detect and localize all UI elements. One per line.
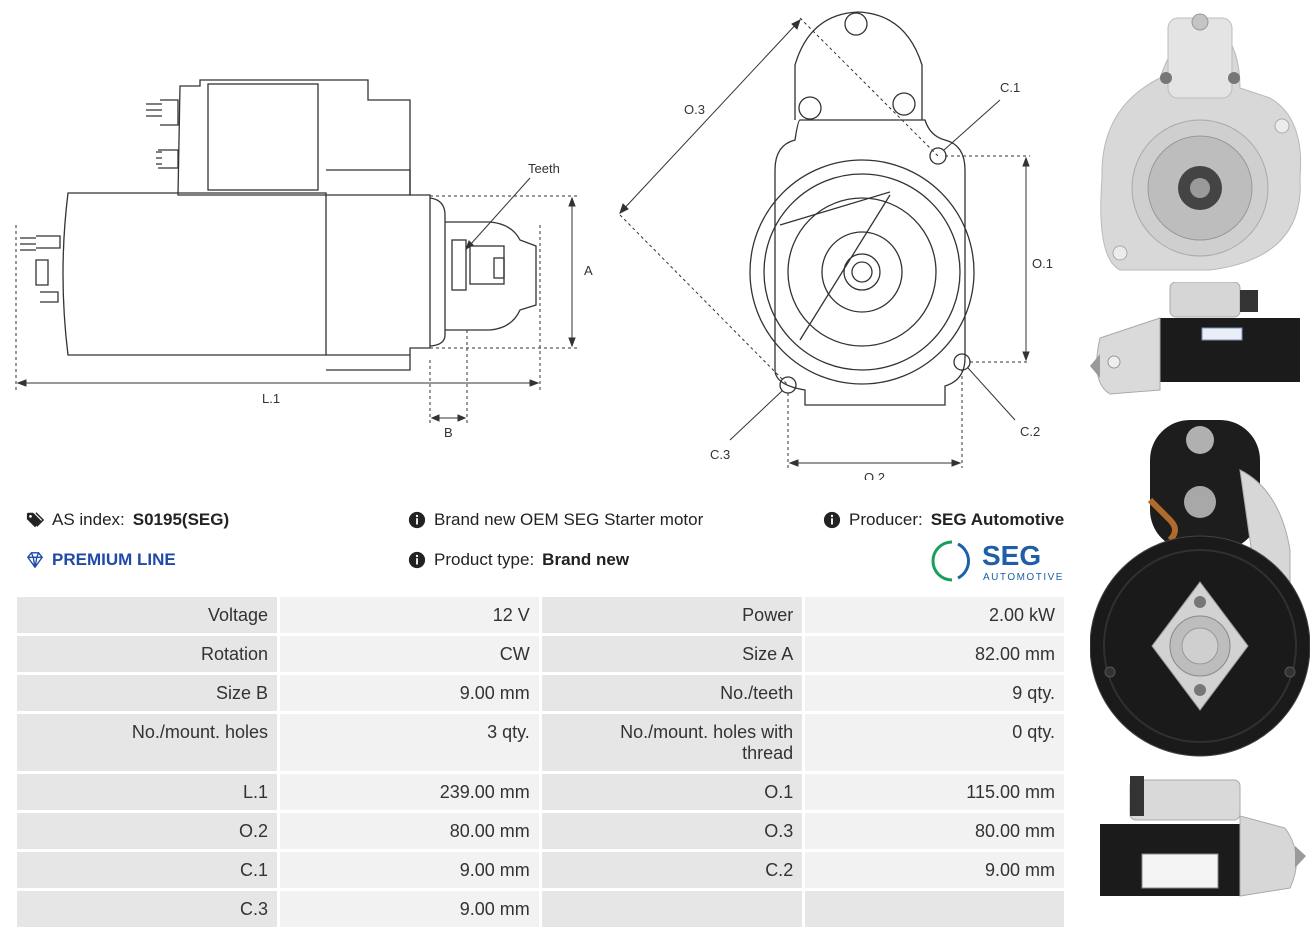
spec-value: 12 V xyxy=(280,597,539,633)
as-index: AS index: S0195(SEG) xyxy=(26,510,229,530)
spec-value: 80.00 mm xyxy=(805,813,1064,849)
spec-label: L.1 xyxy=(17,774,277,810)
product-type-value: Brand new xyxy=(542,550,630,569)
spec-value: 9.00 mm xyxy=(280,675,539,711)
spec-label: No./mount. holes xyxy=(17,714,277,771)
spec-value: 0 qty. xyxy=(805,714,1064,771)
info-icon xyxy=(408,551,426,569)
label-c1: C.1 xyxy=(1000,80,1020,95)
producer-value: SEG Automotive xyxy=(930,510,1065,529)
premium-line: PREMIUM LINE xyxy=(26,550,176,570)
info-icon xyxy=(408,511,426,529)
spec-label: C.2 xyxy=(541,852,803,888)
spec-value: 115.00 mm xyxy=(805,774,1064,810)
spec-label: C.1 xyxy=(17,852,277,888)
photo-side-top xyxy=(1090,282,1300,395)
tag-icon xyxy=(26,512,44,528)
spec-value: 9 qty. xyxy=(805,675,1064,711)
diamond-icon xyxy=(26,552,44,569)
spec-label: No./teeth xyxy=(541,675,803,711)
spec-label: O.2 xyxy=(17,813,277,849)
spec-value xyxy=(805,891,1064,927)
seg-logo-sub: AUTOMOTIVE xyxy=(983,572,1064,583)
product-type-label: Product type: xyxy=(434,550,535,569)
producer: Producer: SEG Automotive xyxy=(823,510,1064,530)
spec-label: Size B xyxy=(17,675,277,711)
label-a: A xyxy=(584,263,593,278)
spec-value: CW xyxy=(280,636,539,672)
spec-label: Rotation xyxy=(17,636,277,672)
info-icon xyxy=(823,511,841,529)
label-o3: O.3 xyxy=(684,102,705,117)
photo-rear-end xyxy=(1090,420,1310,757)
spec-value: 3 qty. xyxy=(280,714,539,771)
label-teeth: Teeth xyxy=(528,161,560,176)
description-text: Brand new OEM SEG Starter motor xyxy=(434,510,704,529)
producer-label: Producer: xyxy=(849,510,923,529)
product-type: Product type: Brand new xyxy=(408,550,629,570)
as-index-value: S0195(SEG) xyxy=(132,510,230,529)
spec-value: 2.00 kW xyxy=(805,597,1064,633)
spec-value: 9.00 mm xyxy=(280,852,539,888)
spec-label: C.3 xyxy=(17,891,277,927)
spec-label: O.1 xyxy=(541,774,803,810)
spec-value: 9.00 mm xyxy=(280,891,539,927)
spec-value: 82.00 mm xyxy=(805,636,1064,672)
label-c3: C.3 xyxy=(710,447,730,462)
photo-front-flange xyxy=(1100,13,1302,271)
label-o1: O.1 xyxy=(1032,256,1053,271)
spec-label: Voltage xyxy=(17,597,277,633)
as-index-label: AS index: xyxy=(52,510,125,529)
label-l1: L.1 xyxy=(262,391,280,406)
label-o2: O.2 xyxy=(864,470,885,480)
description: Brand new OEM SEG Starter motor xyxy=(408,510,703,530)
spec-label: No./mount. holes with thread xyxy=(541,714,803,771)
spec-value: 239.00 mm xyxy=(280,774,539,810)
spec-value: 80.00 mm xyxy=(280,813,539,849)
photo-side-bottom xyxy=(1100,776,1306,897)
spec-label: Size A xyxy=(541,636,803,672)
spec-label: Power xyxy=(541,597,803,633)
label-b: B xyxy=(444,425,453,440)
premium-label: PREMIUM LINE xyxy=(52,550,176,569)
spec-label: O.3 xyxy=(541,813,803,849)
spec-label xyxy=(541,891,803,927)
label-c2: C.2 xyxy=(1020,424,1040,439)
spec-value: 9.00 mm xyxy=(805,852,1064,888)
seg-logo: SEG AUTOMOTIVE xyxy=(931,540,1064,583)
seg-logo-name: SEG xyxy=(982,540,1041,571)
technical-drawing: Teeth A B L.1 O.1 O.2 O.3 C.1 C.2 C.3 xyxy=(15,11,1053,480)
